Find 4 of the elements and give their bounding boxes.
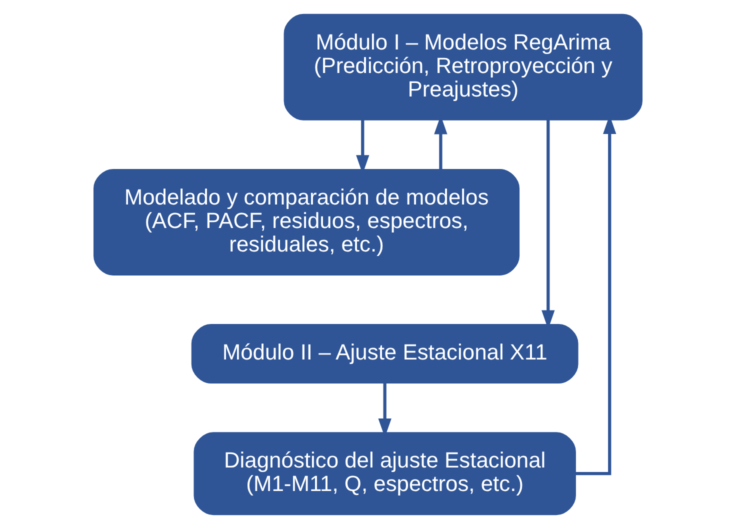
node-box: Módulo I – Modelos RegArima (Predicción, Retroproyección y Preajustes) (283, 14, 642, 120)
node-box: Módulo II – Ajuste Estacional X11 (190, 324, 578, 384)
node-box: Diagnóstico del ajuste Estacional (M1-M11, Q, espectros, etc.) (193, 432, 576, 516)
node-box: Modelado y comparación de modelos (ACF, PACF, residuos, espectros, residuales, etc.) (92, 168, 520, 276)
